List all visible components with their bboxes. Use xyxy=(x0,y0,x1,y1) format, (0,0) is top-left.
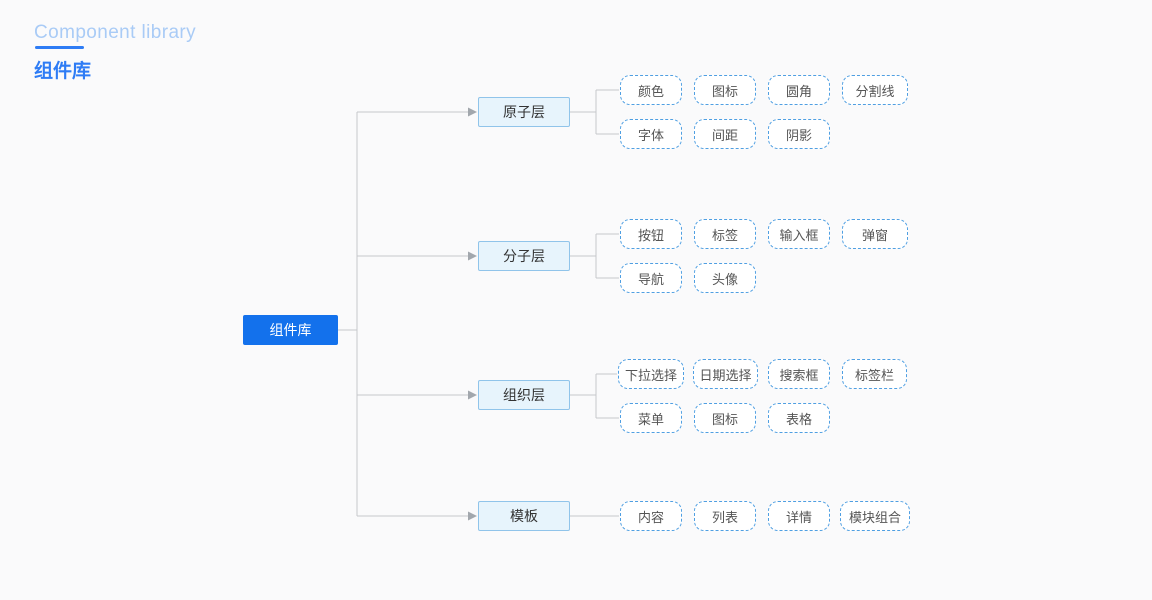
branch-node-atomic-layer: 原子层 xyxy=(478,97,570,127)
branch-node-organism-layer: 组织层 xyxy=(478,380,570,410)
leaf-node-color: 颜色 xyxy=(620,75,682,105)
leaf-node-date-picker: 日期选择 xyxy=(693,359,758,389)
branch-node-molecular-layer: 分子层 xyxy=(478,241,570,271)
leaf-node-divider: 分割线 xyxy=(842,75,908,105)
branch-brackets xyxy=(570,89,619,517)
leaf-node-font: 字体 xyxy=(620,119,682,149)
leaf-node-navigation: 导航 xyxy=(620,263,682,293)
leaf-node-spacing: 间距 xyxy=(694,119,756,149)
trunk-lines xyxy=(338,111,468,517)
leaf-node-list: 列表 xyxy=(694,501,756,531)
branch-node-template: 模板 xyxy=(478,501,570,531)
leaf-node-modal: 弹窗 xyxy=(842,219,908,249)
leaf-node-detail: 详情 xyxy=(768,501,830,531)
root-node-component-library: 组件库 xyxy=(243,315,338,345)
leaf-node-tag: 标签 xyxy=(694,219,756,249)
leaf-node-button: 按钮 xyxy=(620,219,682,249)
leaf-node-shadow: 阴影 xyxy=(768,119,830,149)
leaf-node-content: 内容 xyxy=(620,501,682,531)
leaf-node-dropdown-select: 下拉选择 xyxy=(618,359,684,389)
subtitle-underline xyxy=(35,46,84,49)
leaf-node-avatar: 头像 xyxy=(694,263,756,293)
leaf-node-table: 表格 xyxy=(768,403,830,433)
leaf-node-radius: 圆角 xyxy=(768,75,830,105)
leaf-node-icon: 图标 xyxy=(694,75,756,105)
leaf-node-icon-2: 图标 xyxy=(694,403,756,433)
leaf-node-menu: 菜单 xyxy=(620,403,682,433)
leaf-node-tab-bar: 标签栏 xyxy=(842,359,907,389)
page-title: 组件库 xyxy=(34,61,92,82)
leaf-node-input: 输入框 xyxy=(768,219,830,249)
leaf-node-module-combination: 模块组合 xyxy=(840,501,910,531)
page-subtitle: Component library xyxy=(34,22,197,43)
leaf-node-search-box: 搜索框 xyxy=(768,359,830,389)
arrowhead-icons xyxy=(468,107,477,521)
